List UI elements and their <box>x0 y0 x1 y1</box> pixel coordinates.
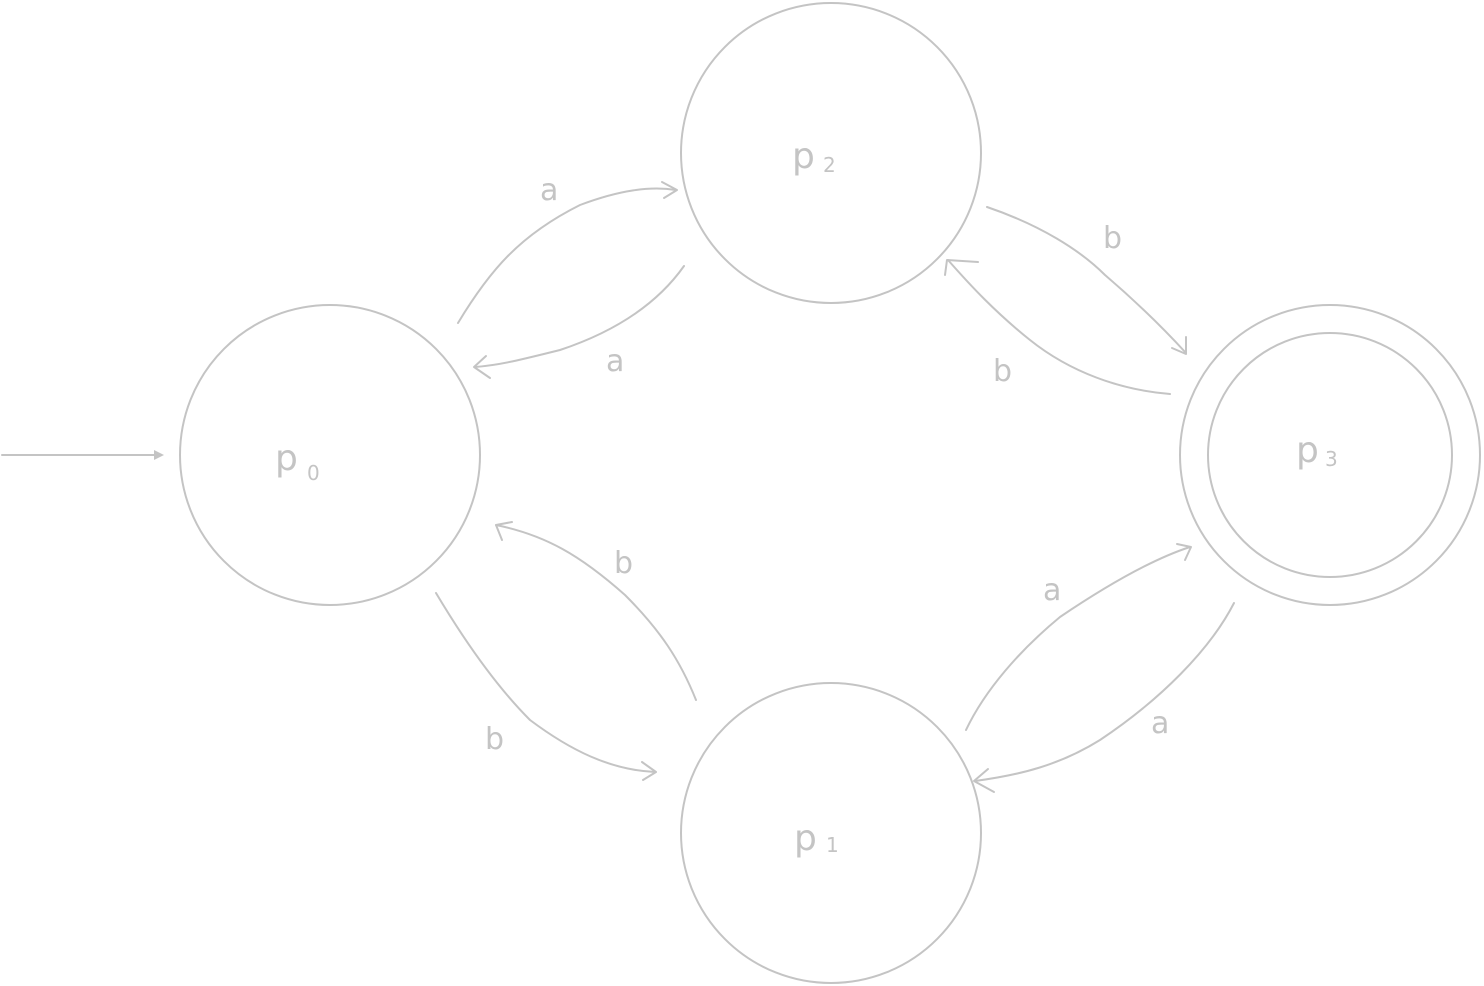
transition-p0-p2-label: a <box>540 173 558 208</box>
state-p3-inner-circle <box>1207 332 1453 578</box>
state-p1-subscript: 1 <box>826 833 839 857</box>
transition-p1-p0: b <box>495 521 697 701</box>
state-p2-circle <box>680 2 982 304</box>
state-p0-label: p <box>275 438 298 479</box>
transition-p2-p3-label: b <box>1103 221 1122 256</box>
state-p0-subscript: 0 <box>307 461 320 485</box>
state-p3-subscript: 3 <box>1325 447 1338 471</box>
state-p2-label: p <box>792 136 815 177</box>
state-p1-circle <box>680 682 982 984</box>
state-p3-label: p <box>1296 430 1319 471</box>
transition-p0-p1: b <box>435 592 657 781</box>
transition-p0-p2: a <box>457 173 678 324</box>
state-p2-subscript: 2 <box>823 153 836 177</box>
transition-p2-p0-label: a <box>606 344 624 379</box>
state-p0-circle <box>179 304 481 606</box>
transition-p3-p1-label: a <box>1151 706 1169 741</box>
transition-p3-p1: a <box>973 602 1235 793</box>
state-p0: p 0 <box>179 304 481 606</box>
transition-p0-p1-label: b <box>485 722 504 757</box>
initial-arrow <box>1 450 164 460</box>
state-p2: p 2 <box>680 2 982 304</box>
state-p1: p 1 <box>680 682 982 984</box>
transition-p2-p3: b <box>986 206 1187 355</box>
state-p1-label: p <box>794 818 817 859</box>
transition-p1-p3: a <box>965 543 1192 731</box>
transition-p1-p3-label: a <box>1043 573 1061 608</box>
transition-p3-p2-label: b <box>993 354 1012 389</box>
transition-p1-p0-label: b <box>614 546 633 581</box>
transition-p3-p2: b <box>944 259 1171 395</box>
state-p3: p 3 <box>1179 304 1481 606</box>
state-p3-outer-circle <box>1179 304 1481 606</box>
transition-p2-p0: a <box>473 265 685 379</box>
